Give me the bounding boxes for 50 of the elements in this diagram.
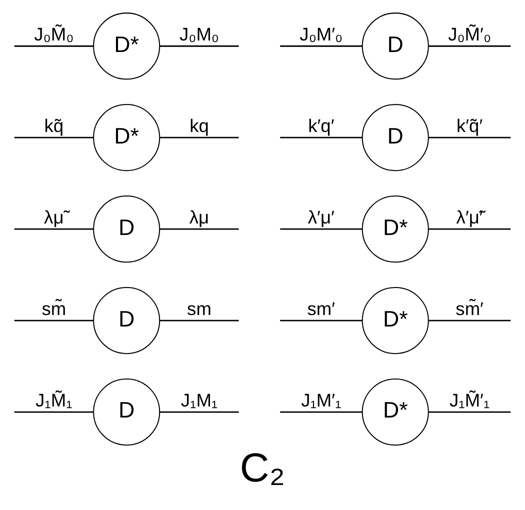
node-circle: D	[362, 104, 429, 171]
edge-label: J₁M̃′₁	[450, 388, 490, 410]
connector	[280, 136, 362, 138]
connector	[160, 136, 239, 138]
edge-label: J₀M̃′₀	[448, 22, 492, 44]
connector	[14, 44, 94, 46]
connector	[160, 44, 239, 46]
caption: C₂	[240, 444, 286, 490]
edge-label: k′q̃′	[456, 114, 483, 136]
edge-label: J₁M₁	[180, 388, 218, 410]
connector	[280, 228, 362, 230]
node-circle: D	[93, 286, 160, 354]
connector	[280, 410, 362, 412]
edge-label: k′q′	[308, 114, 334, 136]
edge-label: sm	[187, 297, 212, 318]
connector	[428, 44, 511, 46]
connector	[428, 136, 511, 138]
edge-label: J₀M̃₀	[34, 22, 74, 44]
connector	[14, 319, 94, 321]
edge-label: kq̃	[44, 114, 64, 136]
edge-label: λ′μ̃′	[456, 206, 483, 227]
edge-label: λμ	[189, 206, 210, 227]
connector	[14, 136, 94, 138]
edge-label: J₁M′₁	[301, 388, 342, 410]
connector	[280, 44, 362, 46]
node-circle: D*	[362, 378, 429, 446]
edge-label: J₀M₀	[179, 22, 220, 44]
node-circle: D*	[362, 195, 429, 262]
node-circle: D*	[93, 12, 160, 80]
node-circle: D	[93, 195, 160, 262]
connector	[160, 319, 239, 321]
node-circle: D	[93, 378, 160, 446]
connector	[428, 410, 511, 412]
edge-label: sm′	[307, 297, 336, 318]
edge-label: sm̃	[42, 297, 66, 318]
edge-label: kq	[190, 114, 209, 136]
edge-label: λ′μ′	[308, 206, 334, 227]
connector	[280, 319, 362, 321]
node-circle: D*	[362, 286, 429, 354]
connector	[160, 410, 239, 412]
connector	[160, 228, 239, 230]
node-circle: D	[362, 12, 429, 80]
connector	[14, 228, 94, 230]
edge-label: J₀M′₀	[300, 22, 343, 44]
edge-label: J₁M̃₁	[36, 388, 72, 410]
connector	[428, 228, 511, 230]
connector	[428, 319, 511, 321]
node-circle: D*	[93, 104, 160, 171]
connector	[14, 410, 94, 412]
edge-label: sm̃′	[456, 297, 484, 318]
